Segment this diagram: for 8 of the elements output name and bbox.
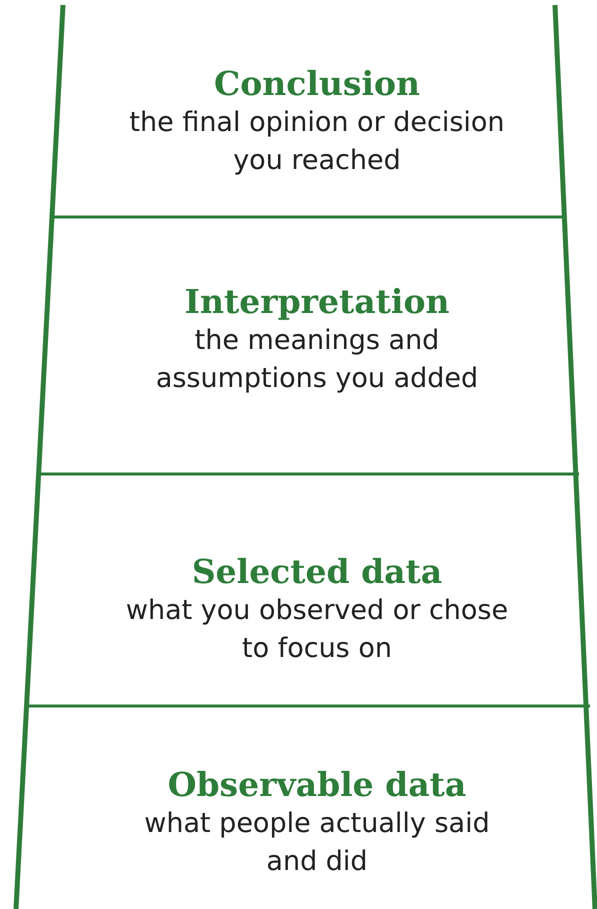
section-description: the final opinion or decision you reached — [128, 106, 506, 178]
section-description: what you observed or chose to focus on — [124, 594, 510, 666]
section-heading: Interpretation — [184, 282, 450, 322]
section-heading: Observable data — [168, 765, 466, 805]
section-description: the meanings and assumptions you added — [154, 324, 480, 396]
section-heading: Conclusion — [214, 64, 420, 104]
section-heading: Selected data — [192, 552, 442, 592]
section-description: what people actually said and did — [143, 807, 491, 879]
